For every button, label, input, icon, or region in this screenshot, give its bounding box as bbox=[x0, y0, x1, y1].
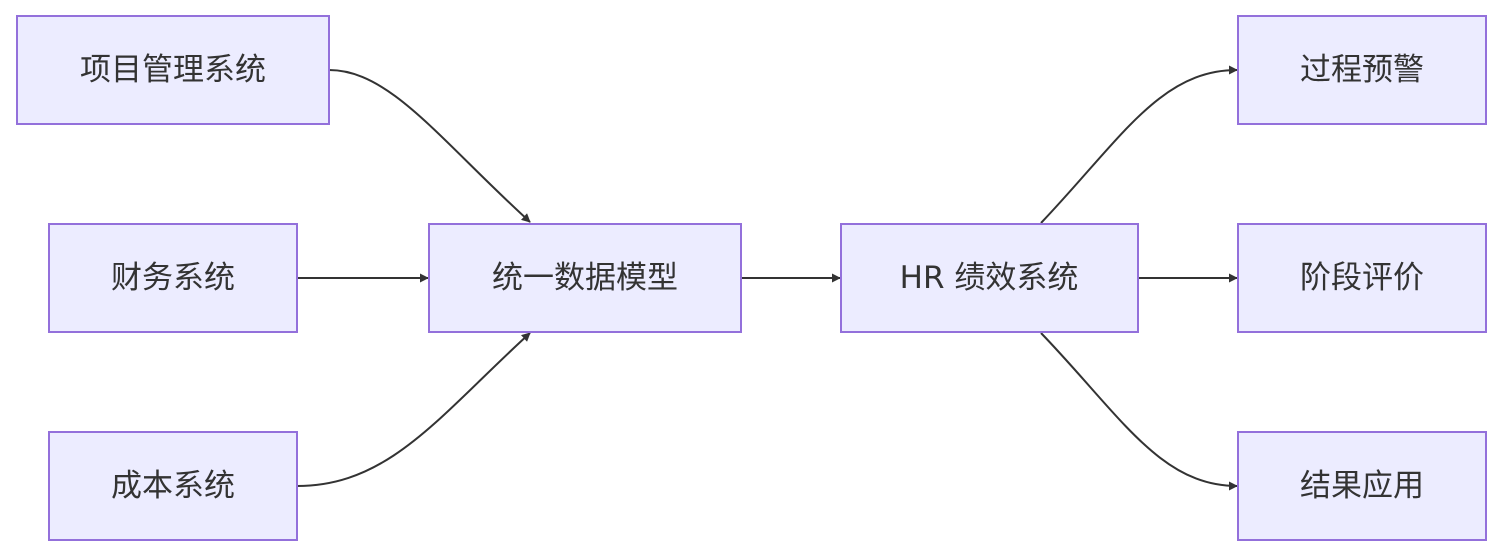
node-process-warning[interactable]: 过程预警 bbox=[1237, 15, 1487, 125]
node-label: 阶段评价 bbox=[1300, 260, 1424, 296]
node-finance-system[interactable]: 财务系统 bbox=[48, 223, 298, 333]
node-label: 结果应用 bbox=[1300, 468, 1424, 504]
node-project-management-system[interactable]: 项目管理系统 bbox=[16, 15, 330, 125]
edge-hr-to-warning bbox=[1040, 65, 1238, 224]
node-label: 财务系统 bbox=[111, 260, 235, 296]
node-unified-data-model[interactable]: 统一数据模型 bbox=[428, 223, 742, 333]
edge-cost-to-model bbox=[296, 332, 531, 487]
node-cost-system[interactable]: 成本系统 bbox=[48, 431, 298, 541]
edges bbox=[296, 65, 1238, 491]
node-label: HR 绩效系统 bbox=[900, 260, 1079, 296]
node-stage-evaluation[interactable]: 阶段评价 bbox=[1237, 223, 1487, 333]
node-result-application[interactable]: 结果应用 bbox=[1237, 431, 1487, 541]
node-label: 统一数据模型 bbox=[492, 260, 678, 296]
node-label: 过程预警 bbox=[1300, 52, 1424, 88]
edge-hr-to-application bbox=[1040, 332, 1238, 491]
edge-pm-to-model bbox=[328, 69, 531, 223]
node-label: 项目管理系统 bbox=[80, 52, 266, 88]
node-label: 成本系统 bbox=[111, 468, 235, 504]
node-hr-performance-system[interactable]: HR 绩效系统 bbox=[840, 223, 1139, 333]
